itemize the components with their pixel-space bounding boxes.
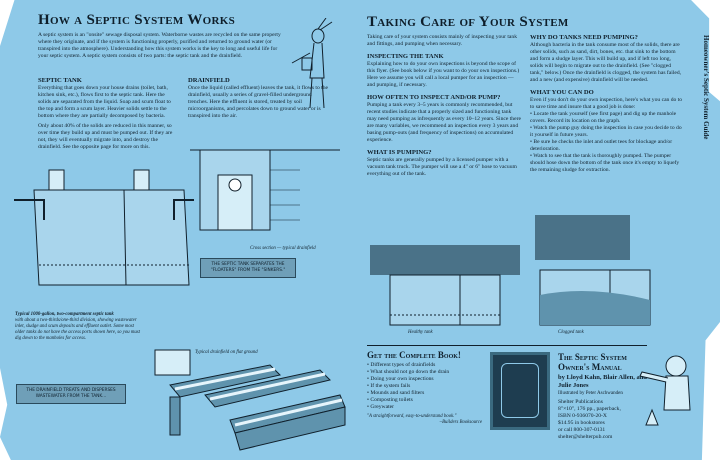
- tank-caption: Typical 1000-gallon, two-compartment sep…: [15, 312, 140, 341]
- list-item: What should not go down the drain: [367, 369, 482, 376]
- email: shelter@shelterpub.com: [558, 434, 613, 440]
- list-item: Be sure he checks the inlet and outlet t…: [530, 139, 685, 153]
- book-info: The Septic System Owner's Manual by Lloy…: [558, 352, 653, 441]
- clogged-tank-diagram: [535, 215, 651, 326]
- clogged-caption: Clogged tank: [558, 330, 584, 335]
- paragraph: Only about 40% of the solids are reduced…: [38, 123, 173, 150]
- section-heading: How Often to Inspect and/or Pump?: [367, 94, 501, 101]
- list-item: Watch the pump guy doing the inspection …: [530, 125, 685, 139]
- drainfield-caption: Typical drainfield on flat ground: [195, 350, 258, 355]
- paragraph: Explaining how to do your own inspection…: [367, 61, 520, 88]
- book-illustrator: Illustrated by Peter Aschwanden: [558, 391, 623, 396]
- drainfield-section: Drainfield Once the liquid (called efflu…: [188, 72, 328, 120]
- book-authors: by Lloyd Kahn, Blair Allen, and Julie Jo…: [558, 374, 647, 389]
- section-heading: What You Can Do: [530, 89, 594, 96]
- tips-list: Locate the tank yourself (see first page…: [530, 111, 685, 174]
- section-heading: Drainfield: [188, 77, 230, 84]
- tank-callout-box: The septic tank separates the "floaters"…: [200, 258, 296, 278]
- list-item: Greywater: [367, 404, 482, 411]
- divider: [367, 345, 647, 346]
- healthy-caption: Healthy tank: [408, 330, 433, 335]
- paragraph: Once the liquid (called effluent) leaves…: [188, 85, 329, 119]
- paragraph: Everything that goes down your house dra…: [38, 85, 171, 119]
- paragraph: Although bacteria in the tank consume mo…: [530, 42, 682, 83]
- section-heading: Septic Tank: [38, 77, 82, 84]
- list-item: Mounds and sand filters: [367, 390, 482, 397]
- healthy-tank-diagram: [370, 245, 520, 326]
- left-column: Taking care of your system consists main…: [367, 34, 522, 178]
- list-item: Locate the tank yourself (see first page…: [530, 111, 685, 125]
- drainfield-callout-box: The drainfield treats and disperses wast…: [16, 384, 126, 404]
- section-heading: What is Pumping?: [367, 149, 432, 156]
- book-promo: Get the Complete Book! Different types o…: [367, 350, 482, 426]
- right-column: Why Do Tanks Need Pumping? Although bact…: [530, 34, 685, 174]
- publisher: Shelter Publications: [558, 399, 603, 405]
- phone: or call 800-307-0131: [558, 427, 606, 433]
- book-quote: "A straightforward, easy-to-understand b…: [367, 414, 457, 419]
- list-item: If the system fails: [367, 383, 482, 390]
- quote-source: –Builders Booksource: [439, 420, 482, 425]
- paragraph: Even if you don't do your own inspection…: [530, 97, 683, 110]
- book-features-list: Different types of drainfields What shou…: [367, 362, 482, 411]
- price: $14.95 in bookstores: [558, 420, 605, 426]
- spine-title: Homeowner's Septic System Guide: [702, 35, 710, 140]
- book-details: 8"×10", 176 pp., paperback,: [558, 406, 621, 412]
- right-page: Taking Care of Your System Taking care o…: [358, 0, 720, 460]
- intro-text: Taking care of your system consists main…: [367, 34, 517, 47]
- paragraph: Septic tanks are generally pumped by a l…: [367, 157, 517, 177]
- left-page: How a Septic System Works A septic syste…: [0, 0, 362, 460]
- book-title: The Septic System Owner's Manual: [558, 352, 627, 372]
- isbn: ISBN 0-936070-20-X: [558, 413, 607, 419]
- paragraph: Pumping a tank every 3–5 years is common…: [367, 102, 521, 143]
- page-title: Taking Care of Your System: [367, 14, 569, 30]
- intro-text: A septic system is an "onsite" sewage di…: [38, 32, 281, 59]
- book-cover: [490, 352, 550, 430]
- worker-illustration: [639, 355, 691, 426]
- book-heading: Get the Complete Book!: [367, 350, 461, 360]
- section-heading: Inspecting the Tank: [367, 53, 444, 60]
- section-heading: Why Do Tanks Need Pumping?: [530, 34, 638, 41]
- septic-tank-diagram: [14, 169, 194, 286]
- list-item: Different types of drainfields: [367, 362, 482, 369]
- list-item: Composting toilets: [367, 397, 482, 404]
- page-title: How a Septic System Works: [38, 12, 235, 28]
- list-item: Watch to see that the tank is thoroughly…: [530, 153, 685, 174]
- septic-tank-section: Septic Tank Everything that goes down yo…: [38, 72, 178, 151]
- drainfield-3d-diagram: [154, 349, 346, 451]
- rabbit-illustration: [291, 18, 333, 109]
- drainfield-cross-section: [190, 149, 340, 231]
- cross-section-caption: Cross section — typical drainfield: [250, 246, 316, 251]
- list-item: Doing your own inspections: [367, 376, 482, 383]
